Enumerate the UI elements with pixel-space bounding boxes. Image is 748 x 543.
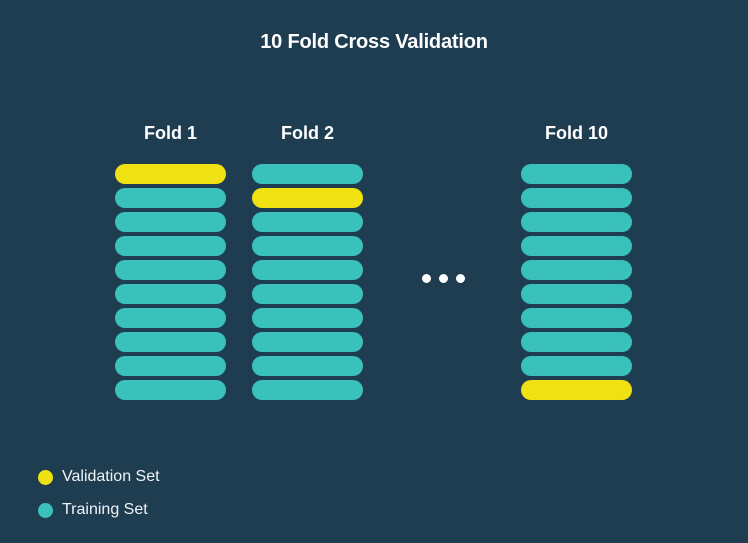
legend: Validation Set Training Set [38, 467, 160, 520]
validation-segment-bar [252, 188, 363, 208]
training-segment-bar [115, 212, 226, 232]
legend-item-training: Training Set [38, 500, 160, 520]
legend-label-training: Training Set [62, 501, 148, 518]
training-segment-bar [521, 164, 632, 184]
training-segment-bar [252, 332, 363, 352]
fold-column-2: Fold 2 [252, 122, 363, 404]
training-segment-bar [521, 308, 632, 328]
training-segment-bar [521, 356, 632, 376]
training-segment-bar [115, 356, 226, 376]
training-segment-bar [252, 356, 363, 376]
fold-label: Fold 10 [544, 123, 608, 143]
training-segment-bar [252, 284, 363, 304]
fold-column-3: Fold 10 [521, 122, 632, 404]
training-segment-bar [115, 188, 226, 208]
ellipsis-dots [422, 274, 465, 283]
validation-segment-bar [521, 380, 632, 400]
training-segment-bar [521, 188, 632, 208]
training-segment-bar [521, 212, 632, 232]
training-segment-bar [521, 332, 632, 352]
training-segment-bar [252, 212, 363, 232]
training-segment-bar [115, 284, 226, 304]
fold-label: Fold 2 [281, 123, 334, 143]
training-segment-bar [252, 308, 363, 328]
training-segment-bar [521, 284, 632, 304]
training-segment-bar [115, 260, 226, 280]
training-segment-bar [115, 332, 226, 352]
training-segment-bar [115, 236, 226, 256]
training-segment-bar [521, 236, 632, 256]
legend-item-validation: Validation Set [38, 467, 160, 487]
ellipsis-dot-icon [422, 274, 431, 283]
training-segment-bar [521, 260, 632, 280]
legend-label-validation: Validation Set [62, 468, 160, 485]
diagram-title: 10 Fold Cross Validation [260, 31, 488, 53]
fold-column-1: Fold 1 [115, 122, 226, 404]
training-segment-bar [252, 260, 363, 280]
training-segment-bar [115, 380, 226, 400]
training-segment-bar [252, 164, 363, 184]
validation-segment-bar [115, 164, 226, 184]
training-segment-bar [252, 380, 363, 400]
validation-set-dot-icon [38, 469, 53, 485]
training-segment-bar [252, 236, 363, 256]
training-set-dot-icon [38, 502, 53, 518]
training-segment-bar [115, 308, 226, 328]
fold-label: Fold 1 [144, 123, 197, 143]
ellipsis-dot-icon [456, 274, 465, 283]
ellipsis-dot-icon [439, 274, 448, 283]
